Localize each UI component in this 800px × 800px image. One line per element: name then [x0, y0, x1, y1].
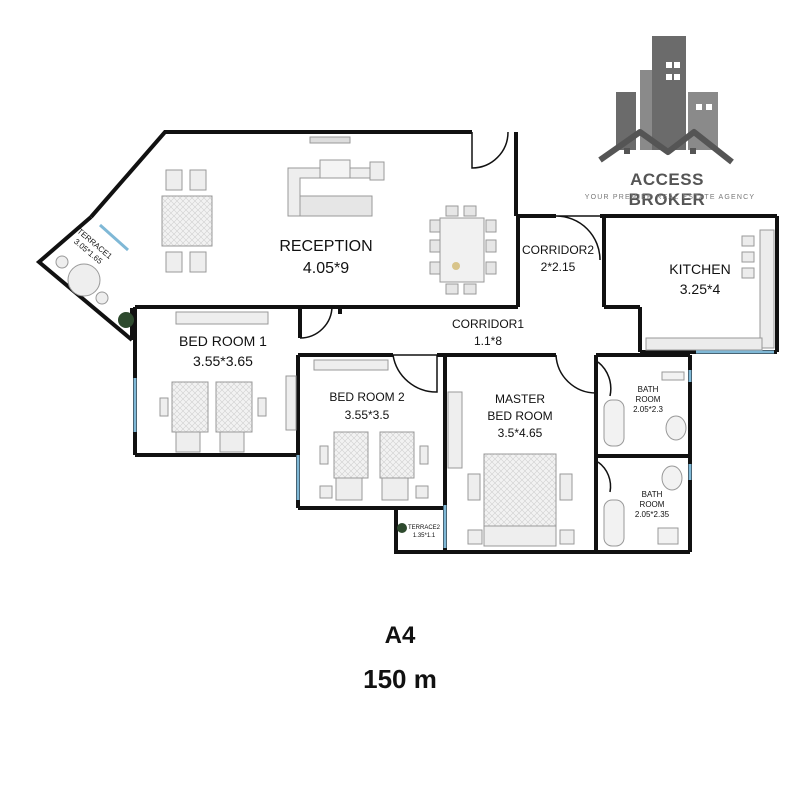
- room-label-kitchen: KITCHEN 3.25*4: [650, 261, 750, 297]
- bath-fixtures: [603, 371, 687, 547]
- bath1-size: 2.05*2.3: [633, 405, 663, 414]
- master-name-2: BED ROOM: [487, 409, 553, 423]
- doors: [299, 131, 612, 493]
- room-label-terrace2: TERRACE2 1.35*1.1: [404, 524, 444, 540]
- unit-area: 150 m: [363, 664, 437, 694]
- bedroom1-furniture: [159, 311, 297, 453]
- bath1-name-1: BATH: [637, 385, 659, 394]
- room-label-corridor1: CORRIDOR1 1.1*8: [438, 317, 538, 348]
- master-name-1: MASTER: [494, 392, 545, 406]
- terrace2-plant-icon: [397, 523, 407, 533]
- logo-building-icon: [598, 36, 734, 165]
- bath2-name-2: ROOM: [639, 500, 665, 509]
- room-label-reception: RECEPTION 4.05*9: [256, 238, 396, 278]
- bedroom2-furniture: [313, 359, 463, 501]
- logo-name: ACCESS BROKER: [628, 170, 706, 209]
- bedroom2-name: BED ROOM 2: [329, 390, 405, 404]
- room-label-master: MASTER BED ROOM 3.5*4.65: [470, 392, 570, 440]
- room-label-bedroom2: BED ROOM 2 3.55*3.5: [312, 390, 422, 422]
- reception-name: RECEPTION: [279, 238, 373, 255]
- terrace1-furniture: [55, 255, 134, 328]
- room-label-bath1: BATH ROOM 2.05*2.3: [618, 385, 678, 415]
- unit-code: A4: [384, 622, 416, 649]
- bath2-size: 2.05*2.35: [634, 510, 670, 519]
- windows: [99, 223, 774, 548]
- bedroom2-size: 3.55*3.5: [344, 408, 390, 422]
- reception-furniture: [161, 136, 497, 295]
- master-furniture: [467, 453, 575, 547]
- room-label-bedroom1: BED ROOM 1 3.55*3.65: [158, 333, 288, 369]
- kitchen-furniture: [645, 229, 775, 351]
- room-label-corridor2: CORRIDOR2 2*2.15: [508, 243, 608, 274]
- terrace2-size: 1.35*1.1: [412, 533, 436, 539]
- kitchen-name: KITCHEN: [669, 261, 731, 277]
- bedroom1-size: 3.55*3.65: [193, 353, 253, 369]
- bath2-name-1: BATH: [641, 490, 663, 499]
- master-size: 3.5*4.65: [497, 426, 543, 440]
- corridor2-size: 2*2.15: [540, 260, 576, 274]
- bedroom1-name: BED ROOM 1: [179, 333, 267, 349]
- logo-tagline: YOUR PREMIER REAL ESTATE AGENCY: [584, 194, 756, 201]
- kitchen-size: 3.25*4: [679, 281, 721, 297]
- room-label-bath2: BATH ROOM 2.05*2.35: [622, 490, 682, 520]
- corridor1-name: CORRIDOR1: [451, 317, 524, 331]
- corridor2-name: CORRIDOR2: [521, 243, 594, 257]
- reception-size: 4.05*9: [302, 260, 350, 277]
- bath1-name-2: ROOM: [635, 395, 661, 404]
- terrace2-name: TERRACE2: [407, 525, 440, 531]
- corridor1-size: 1.1*8: [473, 334, 503, 348]
